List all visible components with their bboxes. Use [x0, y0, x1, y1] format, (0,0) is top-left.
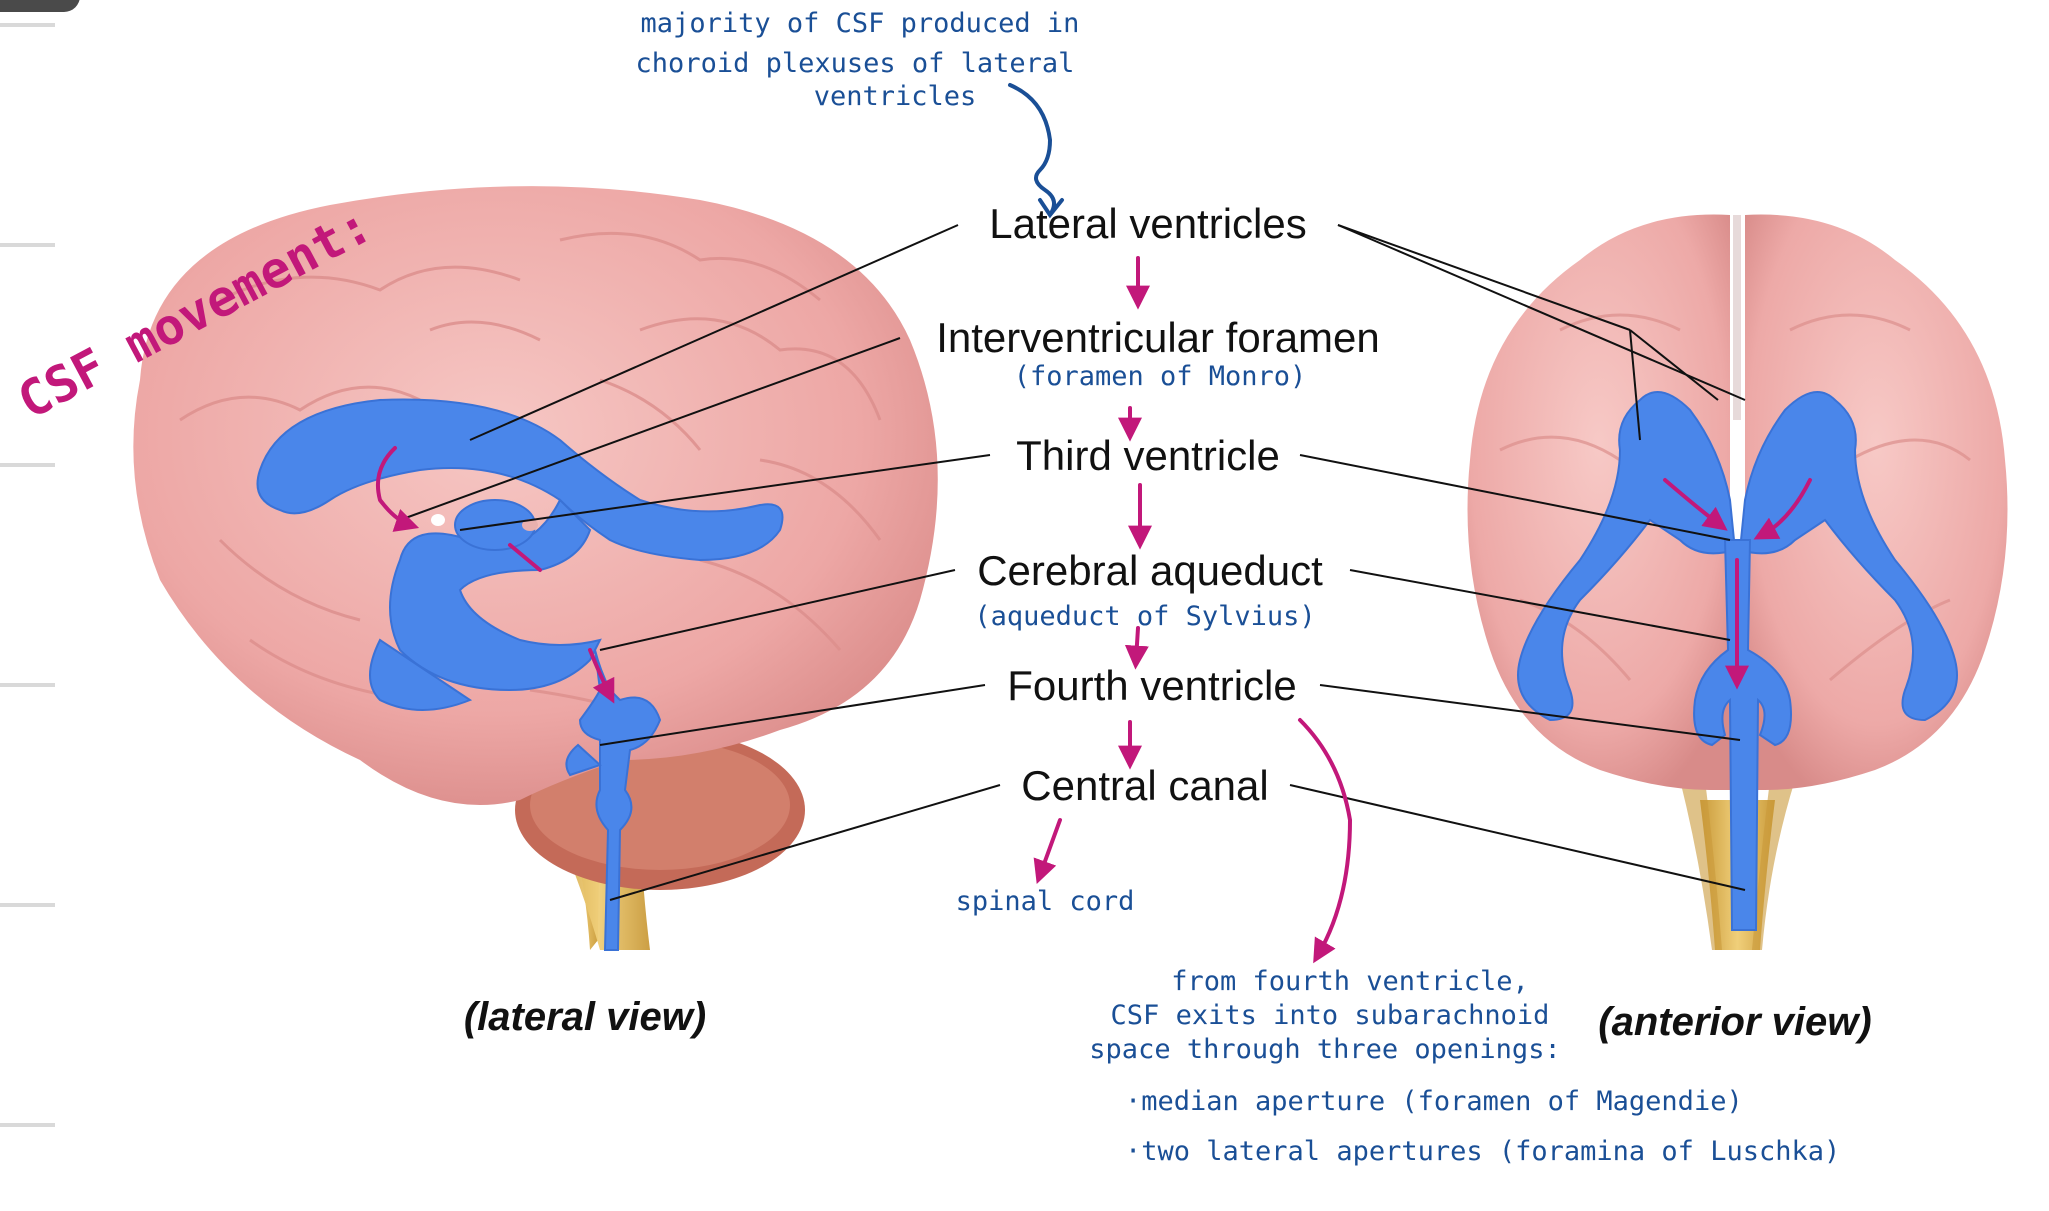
label-interventricular-foramen: Interventricular foramen	[936, 314, 1380, 361]
opening-median-aperture: ·median aperture (foramen of Magendie)	[1125, 1086, 1743, 1117]
leader-lines	[399, 224, 1746, 901]
label-fourth-ventricle: Fourth ventricle	[1007, 662, 1296, 709]
label-third-ventricle: Third ventricle	[1016, 432, 1280, 479]
anterior-ventricle-system	[1517, 391, 1958, 931]
caption-anterior-view: (anterior view)	[1598, 1000, 1871, 1044]
structure-labels: Lateral ventricles Interventricular fora…	[936, 200, 1380, 809]
aqueduct-of-sylvius-note: (aqueduct of Sylvius)	[974, 601, 1315, 632]
top-note-line-3: ventricles	[814, 81, 977, 112]
flow-arrows	[375, 256, 1812, 964]
label-cerebral-aqueduct: Cerebral aqueduct	[977, 547, 1323, 594]
top-note-line-1: majority of CSF produced in	[641, 8, 1080, 39]
label-central-canal: Central canal	[1021, 762, 1268, 809]
opening-lateral-apertures: ·two lateral apertures (foramina of Lusc…	[1125, 1136, 1840, 1167]
spinal-cord-note: spinal cord	[956, 886, 1135, 917]
notebook-tab	[0, 0, 80, 12]
lateral-brain	[133, 186, 938, 950]
label-lateral-ventricles: Lateral ventricles	[989, 200, 1306, 247]
view-captions: (lateral view) (anterior view)	[464, 995, 1872, 1044]
foramen-of-monro-note: (foramen of Monro)	[1014, 361, 1307, 392]
caption-lateral-view: (lateral view)	[464, 995, 706, 1039]
top-note: majority of CSF produced in choroid plex…	[636, 8, 1080, 112]
bottom-note-line-3: space through three openings:	[1089, 1034, 1560, 1065]
bottom-note-line-2: CSF exits into subarachnoid	[1111, 1000, 1550, 1031]
top-note-arrow	[1008, 83, 1064, 219]
top-note-line-2: choroid plexuses of lateral	[636, 48, 1075, 79]
notebook-margin-lines	[0, 23, 55, 1127]
bottom-note-line-1: from fourth ventricle,	[1171, 966, 1529, 997]
bottom-note: from fourth ventricle, CSF exits into su…	[1089, 966, 1840, 1167]
